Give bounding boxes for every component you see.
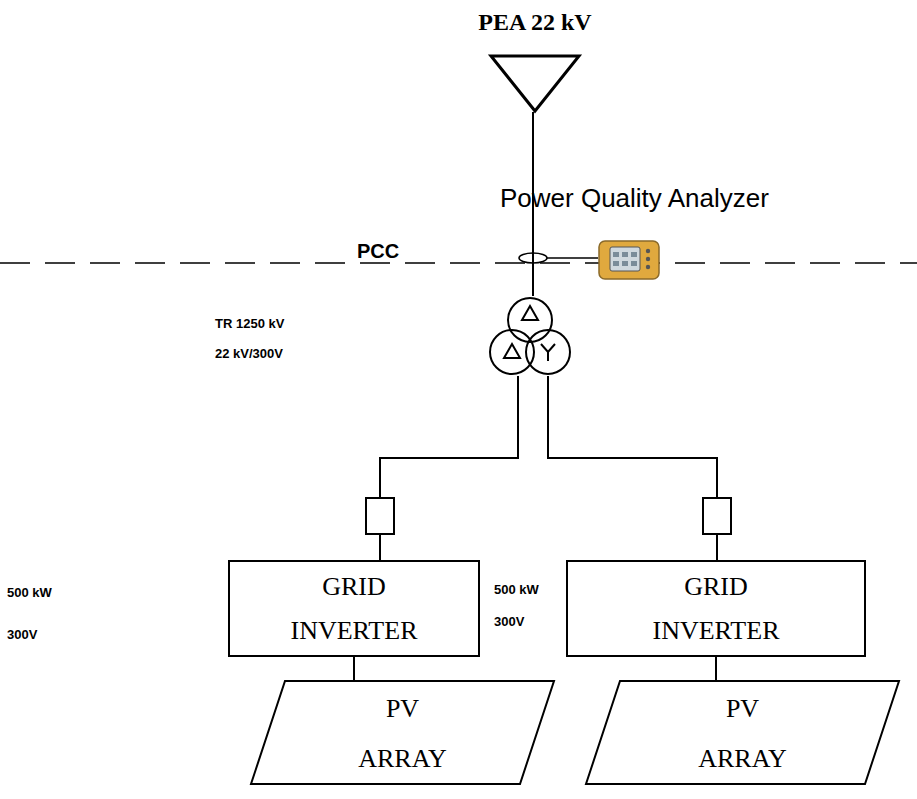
transformer: TR 1250 kV22 kV/300V [486,296,572,376]
meter-outline [598,240,660,280]
breaker-symbol [366,498,394,534]
inverter-box: GRID INVERTER500 kW 300V [228,560,480,657]
inverter-box: GRID INVERTER500 kW 300V [566,560,866,657]
node-heading: 500 kW 300V [494,574,549,638]
node-heading: 500 kW 300V [7,572,62,656]
delta-symbol [504,344,520,358]
pv-array: PV ARRAY [585,680,900,788]
ct-ring [519,253,547,263]
screen-icon [622,252,628,257]
node-label: GRID INVERTER [274,565,434,653]
screen-icon [613,261,619,266]
pv-parallelogram [251,681,554,784]
screen-icon [631,252,637,257]
wire [548,376,717,560]
grid-triangle [491,56,579,111]
analyzer-button [646,257,650,261]
pv-parallelogram [586,681,899,784]
grid-source: PEA 22 kV [490,55,580,112]
analyzer-button [646,265,650,269]
wire [715,657,717,680]
node-label: PV ARRAY [353,684,453,784]
analyzer-screen [610,247,640,271]
winding-circle [526,330,570,374]
node-heading: Power Quality Analyzer [500,183,769,214]
analyzer-lead [547,257,598,259]
point-label: PCC [357,240,399,263]
winding-circle [490,330,534,374]
analyzer-body [599,241,659,279]
node-label: GRID INVERTER [636,565,796,653]
screen-icon [631,261,637,266]
wye-symbol [541,344,555,361]
analyzer-button [646,249,650,253]
screen-icon [622,261,628,266]
node-heading: 22 kV/300V [215,346,283,361]
wire [353,657,355,680]
delta-symbol [522,306,538,320]
node-heading: TR 1250 kV [215,316,284,331]
breaker-symbol [703,498,731,534]
wire [380,376,518,560]
screen-icon [613,252,619,257]
tri-outline [490,55,580,112]
boundary-dashed-line [0,262,917,264]
node-label: PV ARRAY [693,684,793,784]
xfmr-outline [486,296,572,376]
power-quality-analyzer: Power Quality Analyzer [598,240,660,280]
winding-circle [508,298,552,342]
pv-array: PV ARRAY [250,680,555,788]
node-heading: PEA 22 kV [435,9,635,36]
